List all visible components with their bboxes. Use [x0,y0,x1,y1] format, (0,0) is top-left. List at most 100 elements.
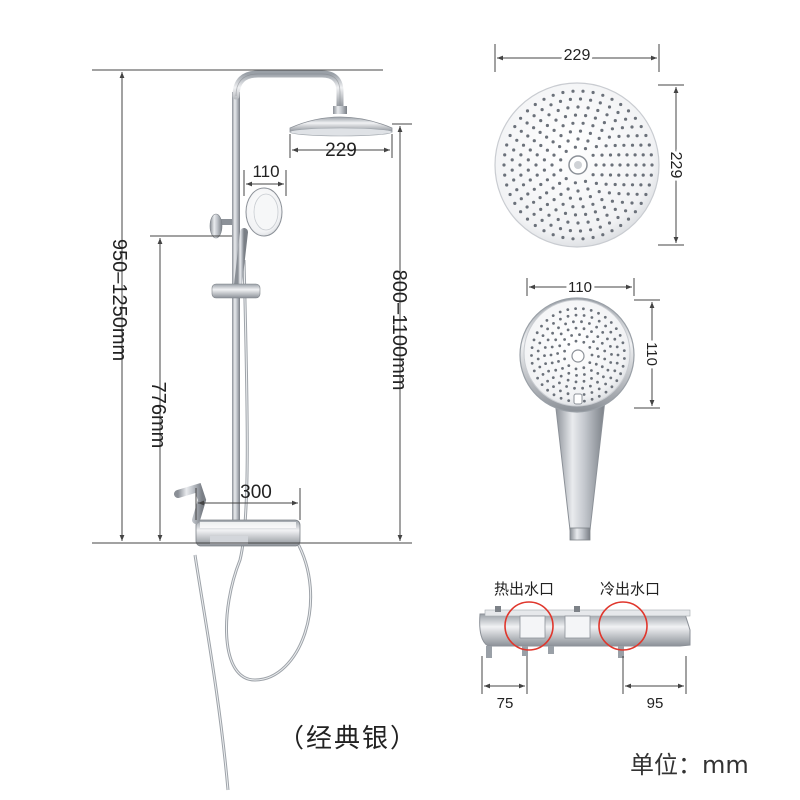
nozzle-dot [566,378,570,382]
handheld-shower [234,187,283,289]
nozzle-dot [554,208,558,212]
nozzle-dot [541,334,545,337]
mixer-shelf [195,519,301,547]
nozzle-dot [533,102,537,107]
nozzle-dot [542,168,547,172]
nozzle-dot [591,153,595,157]
nozzle-dot [535,173,539,177]
nozzle-dot [619,372,622,376]
nozzle-dot [607,135,612,139]
nozzle-dot [600,365,604,369]
nozzle-dot [525,121,529,125]
nozzle-dot [558,381,561,385]
nozzle-dot [566,314,570,318]
nozzle-dot [568,196,573,200]
nozzle-dot [559,317,562,321]
nozzle-dot [573,181,578,185]
nozzle-dot [647,143,651,147]
nozzle-dot [598,225,602,229]
nozzle-dot [551,331,554,335]
nozzle-dot [624,117,628,121]
nozzle-dot [566,392,570,396]
nozzle-dot [526,192,530,196]
nozzle-dot [521,183,526,187]
nozzle-dot [559,158,563,162]
nozzle-dot [539,207,543,211]
nozzle-dot [550,361,554,365]
overhead-face-view [494,82,660,248]
nozzle-dot [600,198,604,202]
nozzle-dot [502,163,506,167]
nozzle-dot [519,197,523,201]
nozzle-dot [574,313,578,317]
nozzle-dot [571,89,575,93]
nozzle-dot [634,163,638,167]
nozzle-dot [567,364,571,367]
nozzle-dot [561,367,564,370]
nozzle-dot [598,101,602,105]
nozzle-dot [558,181,562,185]
nozzle-dot [615,379,619,383]
nozzle-dot [604,324,607,328]
nozzle-dot [505,143,509,147]
nozzle-dot [505,183,509,187]
nozzle-dot [558,310,562,314]
nozzle-dot [567,399,571,402]
nozzle-dot [519,153,523,157]
nozzle-dot [538,365,542,369]
nozzle-dot [609,330,613,334]
nozzle-dot [641,153,645,157]
nozzle-dot [513,125,517,129]
nozzle-dot [576,105,580,109]
nozzle-dot [563,115,568,119]
nozzle-dot [530,354,533,357]
nozzle-dot [536,357,540,361]
nozzle-dot [549,223,553,227]
nozzle-dot [633,116,638,120]
nozzle-dot [576,189,580,193]
nozzle-dot [508,133,512,138]
nozzle-dot [597,311,600,315]
nozzle-dot [610,385,614,389]
nozzle-dot [536,376,539,380]
nozzle-dot [597,355,600,358]
nozzle-dot [604,144,608,148]
nozzle-dot [552,385,555,388]
nozzle-dot [558,145,562,149]
nozzle-dot [603,315,607,319]
nozzle-dot [539,143,543,148]
nozzle-dot [617,192,621,196]
nozzle-dot [613,369,617,373]
nozzle-dot [630,143,635,147]
nozzle-dot [568,229,573,233]
nozzle-dot [593,210,598,214]
nozzle-dot [566,106,570,110]
nozzle-dot [613,119,617,123]
nozzle-dot [573,113,578,117]
nozzle-dot [558,99,563,103]
nozzle-dot [566,139,570,143]
nozzle-dot [532,338,536,342]
nozzle-dot [583,399,586,403]
nozzle-dot [545,148,550,152]
nozzle-dot [588,322,591,325]
handheld-face-view [519,297,635,541]
nozzle-dot [594,181,599,185]
nozzle-dot [597,319,601,323]
nozzle-dot [596,108,600,113]
nozzle-dot [566,187,570,191]
nozzle-dot [618,334,622,337]
nozzle-dot [590,330,593,333]
nozzle-dot [532,126,536,130]
nozzle-dot [581,205,585,209]
nozzle-dot [588,195,593,199]
nozzle-dot [545,178,550,182]
nozzle-dot [591,235,595,240]
nozzle-dot [610,97,614,101]
nozzle-dot [635,134,639,138]
nozzle-dot [578,197,583,201]
nozzle-dot [600,341,604,345]
nozzle-dot [624,209,628,213]
nozzle-dot [540,218,544,222]
